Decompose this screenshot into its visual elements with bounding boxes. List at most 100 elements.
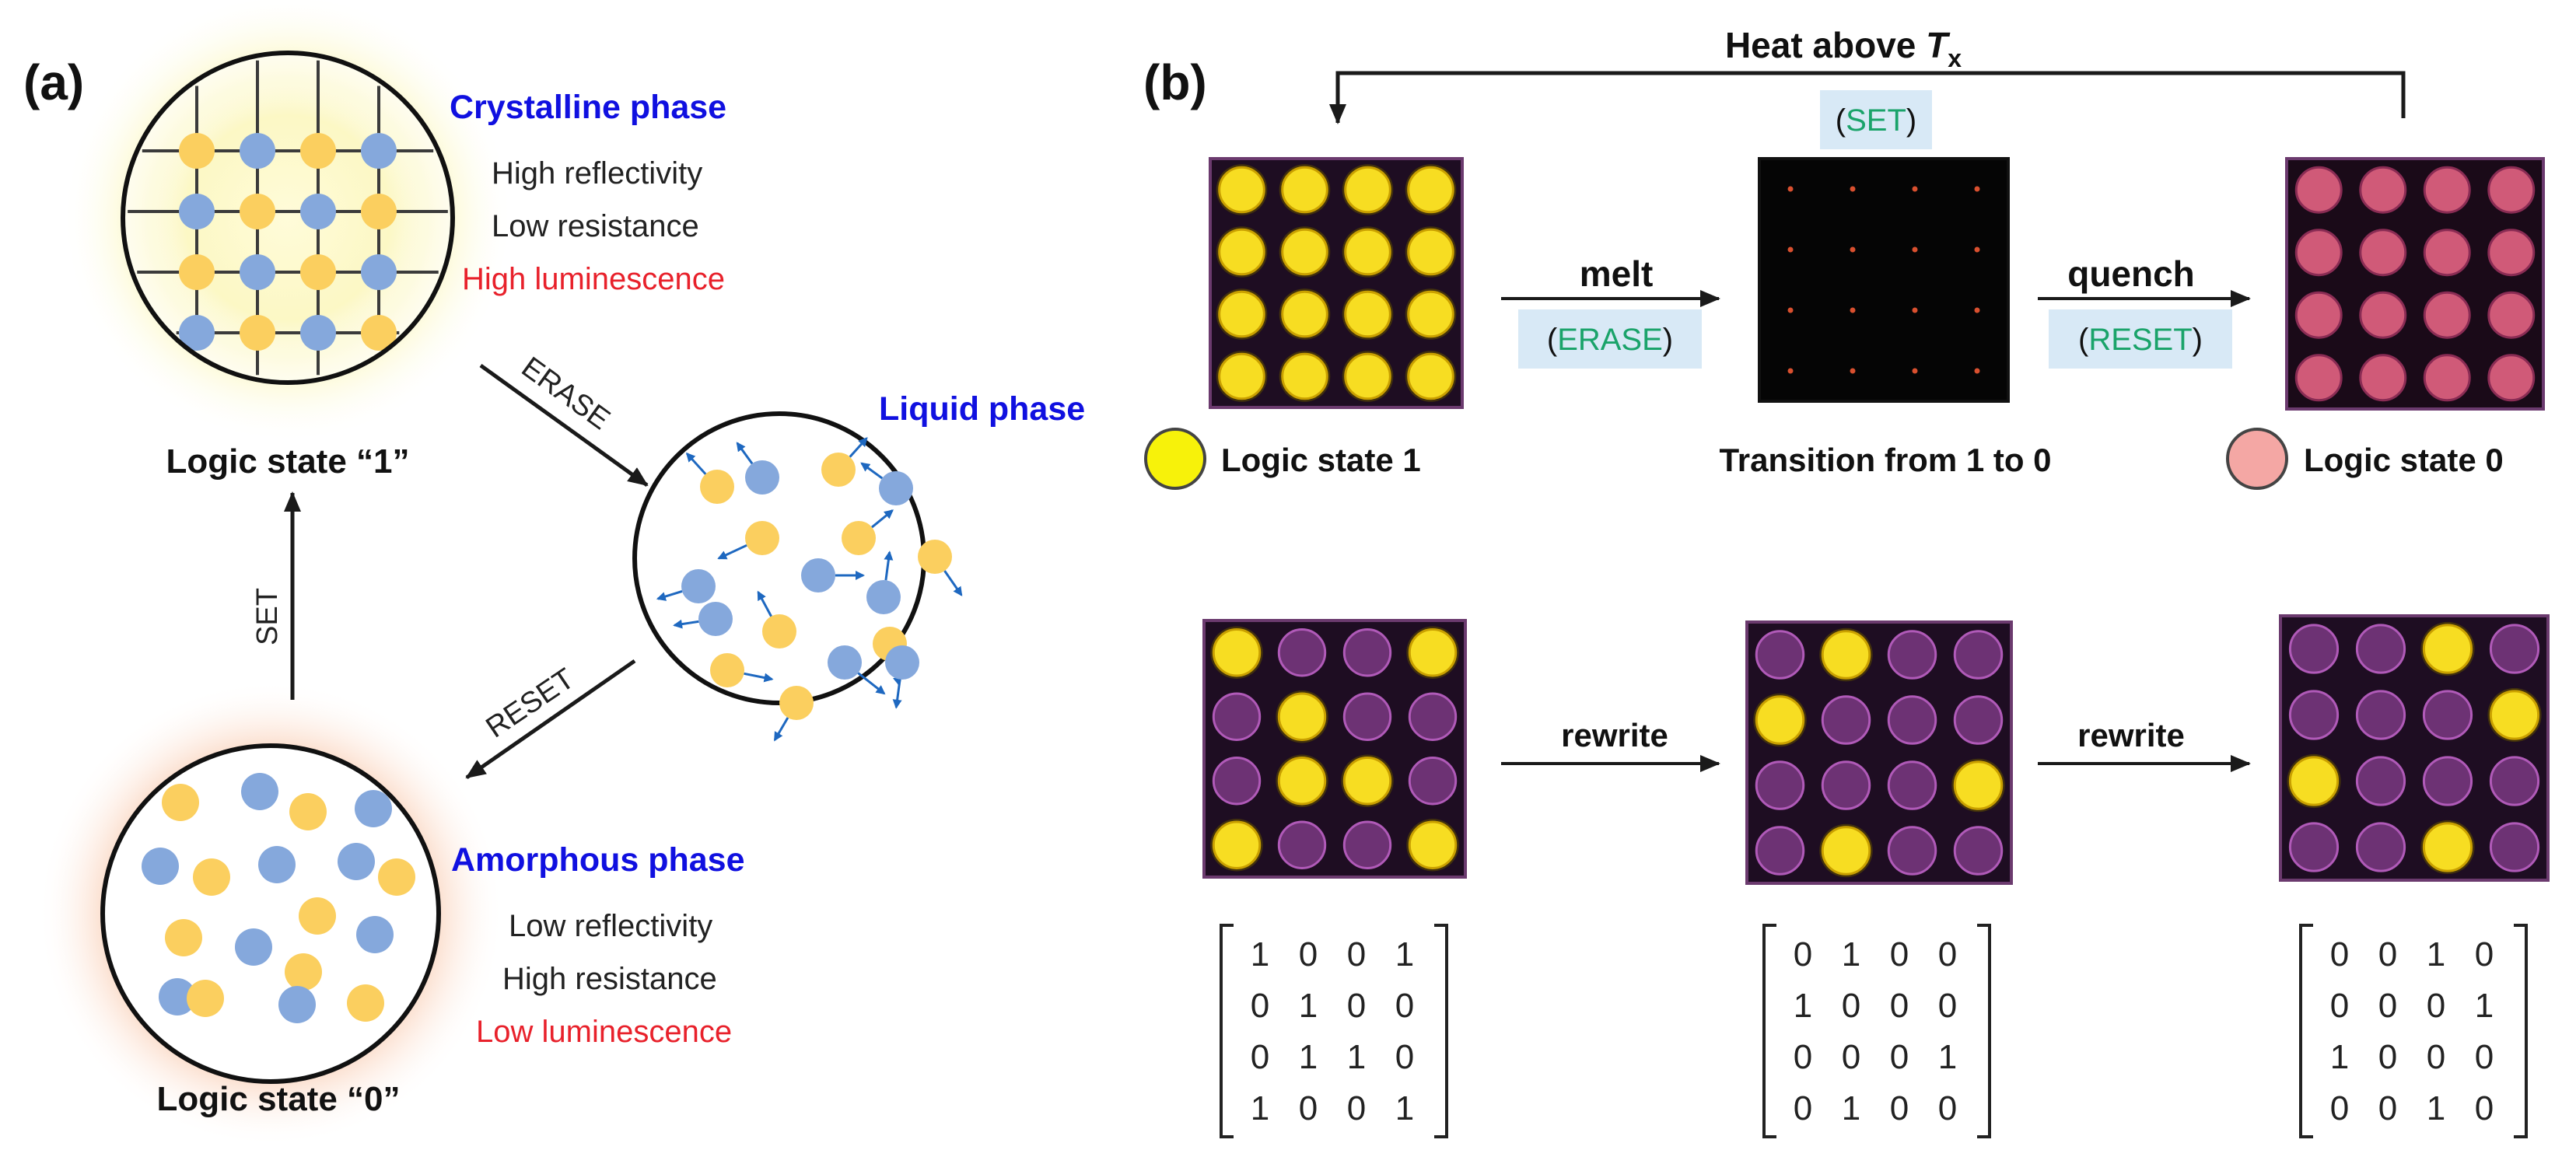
atom-yellow (361, 315, 397, 351)
erase-tag-bg (1518, 309, 1702, 369)
cell-dim (2294, 166, 2343, 214)
matrix-cell: 0 (1890, 935, 1909, 974)
matrix-cell: 0 (2378, 935, 2397, 974)
matrix-cell: 1 (1299, 987, 1318, 1025)
velocity-arrow (892, 679, 902, 709)
amorphous-prop-1: Low reflectivity (509, 909, 712, 943)
atom-blue (241, 773, 278, 810)
bracket-left (1220, 924, 1234, 1138)
cell-dim (1821, 760, 1871, 810)
bracket-right (2514, 924, 2528, 1138)
cell-lit (1407, 166, 1454, 214)
matrix-cell: 0 (1347, 935, 1366, 974)
cell-lit (1407, 290, 1454, 338)
melted-dot (1912, 307, 1918, 313)
velocity-arrow (857, 672, 886, 695)
atom-yellow (821, 453, 856, 487)
atom-blue (828, 645, 862, 680)
cell-dim (2489, 756, 2540, 806)
liquid-title: Liquid phase (879, 390, 1085, 428)
cell-dim (2355, 756, 2406, 806)
cell-lit (1281, 352, 1328, 400)
cell-lit (1212, 820, 1262, 869)
cell-dim (2294, 291, 2343, 339)
matrix-cell: 1 (1842, 1089, 1860, 1127)
matrix-cell: 1 (1251, 1089, 1269, 1127)
matrix-cell: 0 (1395, 987, 1414, 1025)
crystalline-phase-illustration (62, 0, 513, 443)
quench-label: quench (2067, 253, 2195, 294)
crystalline-title: Crystalline phase (450, 89, 726, 126)
atom-yellow (165, 919, 202, 956)
cell-lit (1277, 692, 1327, 741)
cell-dim (1887, 826, 1937, 876)
bracket-left (2299, 924, 2313, 1138)
melted-dot (1787, 186, 1794, 192)
matrix-cell: 0 (1842, 1038, 1860, 1076)
reset-tag: (RESET) (2078, 323, 2203, 357)
crystalline-prop-1: High reflectivity (492, 156, 702, 191)
set-label: SET (251, 588, 284, 645)
atom-blue (356, 916, 394, 953)
atom-blue (338, 843, 375, 880)
atom-yellow (240, 194, 275, 229)
atom-yellow (745, 521, 779, 555)
cell-dim (2294, 229, 2343, 277)
atom-yellow (193, 858, 230, 896)
atom-yellow (842, 521, 876, 555)
amorphous-prop-3: Low luminescence (476, 1015, 732, 1049)
matrix-cell: 0 (1842, 987, 1860, 1025)
cell-dim (1887, 630, 1937, 680)
matrix-cell: 1 (1347, 1038, 1366, 1076)
matrix-cell: 0 (2378, 987, 2397, 1025)
cell-dim (2423, 166, 2471, 214)
heat-subscript: x (1948, 44, 1962, 72)
cell-dim (2359, 291, 2407, 339)
velocity-arrow (849, 437, 868, 458)
matrix-cell: 1 (1251, 935, 1269, 974)
pattern-image-1 (1202, 619, 1467, 879)
cell-dim (1277, 820, 1327, 869)
matrix-cell: 1 (1794, 987, 1812, 1025)
atom-blue (801, 558, 835, 592)
erase-label: ERASE (516, 351, 616, 436)
atom-yellow (762, 614, 796, 648)
matrix-cell: 0 (1794, 1038, 1812, 1076)
crystalline-prop-3: High luminescence (462, 262, 725, 296)
atom-yellow (300, 254, 336, 290)
cell-lit (1218, 228, 1265, 276)
atom-blue (179, 194, 215, 229)
pattern-image-2 (1745, 620, 2013, 885)
cell-dim (1755, 630, 1805, 680)
velocity-arrow (943, 570, 963, 596)
cell-lit (1277, 757, 1327, 806)
bracket-left (1762, 924, 1776, 1138)
cell-lit (1344, 228, 1391, 276)
matrix-cell: 0 (2378, 1038, 2397, 1076)
heat-label: Heat above Tx (1725, 25, 1962, 72)
cell-dim (2422, 756, 2473, 806)
cell-lit (1408, 628, 1458, 677)
melted-dot (1850, 246, 1856, 253)
cell-dim (1212, 692, 1262, 741)
melted-dot (1787, 307, 1794, 313)
amorphous-phase-illustration (37, 680, 504, 1147)
cell-dim (2489, 624, 2540, 674)
cell-dim (1342, 628, 1392, 677)
cell-dim (2423, 354, 2471, 402)
velocity-arrow (860, 462, 884, 480)
cell-dim (2294, 354, 2343, 402)
cell-dim (2359, 166, 2407, 214)
set-tag-bg (1820, 90, 1932, 149)
cell-dim (2487, 229, 2536, 277)
matrix-cell: 0 (1794, 935, 1812, 974)
matrix-cell: 0 (2427, 1038, 2445, 1076)
amorphous-prop-2: High resistance (502, 962, 717, 996)
atom-yellow (299, 897, 336, 935)
matrix-cell: 0 (1794, 1089, 1812, 1127)
cell-dim (2288, 822, 2340, 872)
cell-lit (1342, 757, 1392, 806)
matrix-cell: 0 (1938, 1089, 1957, 1127)
matrix-cell: 0 (1890, 1038, 1909, 1076)
matrix-cell: 0 (1890, 987, 1909, 1025)
